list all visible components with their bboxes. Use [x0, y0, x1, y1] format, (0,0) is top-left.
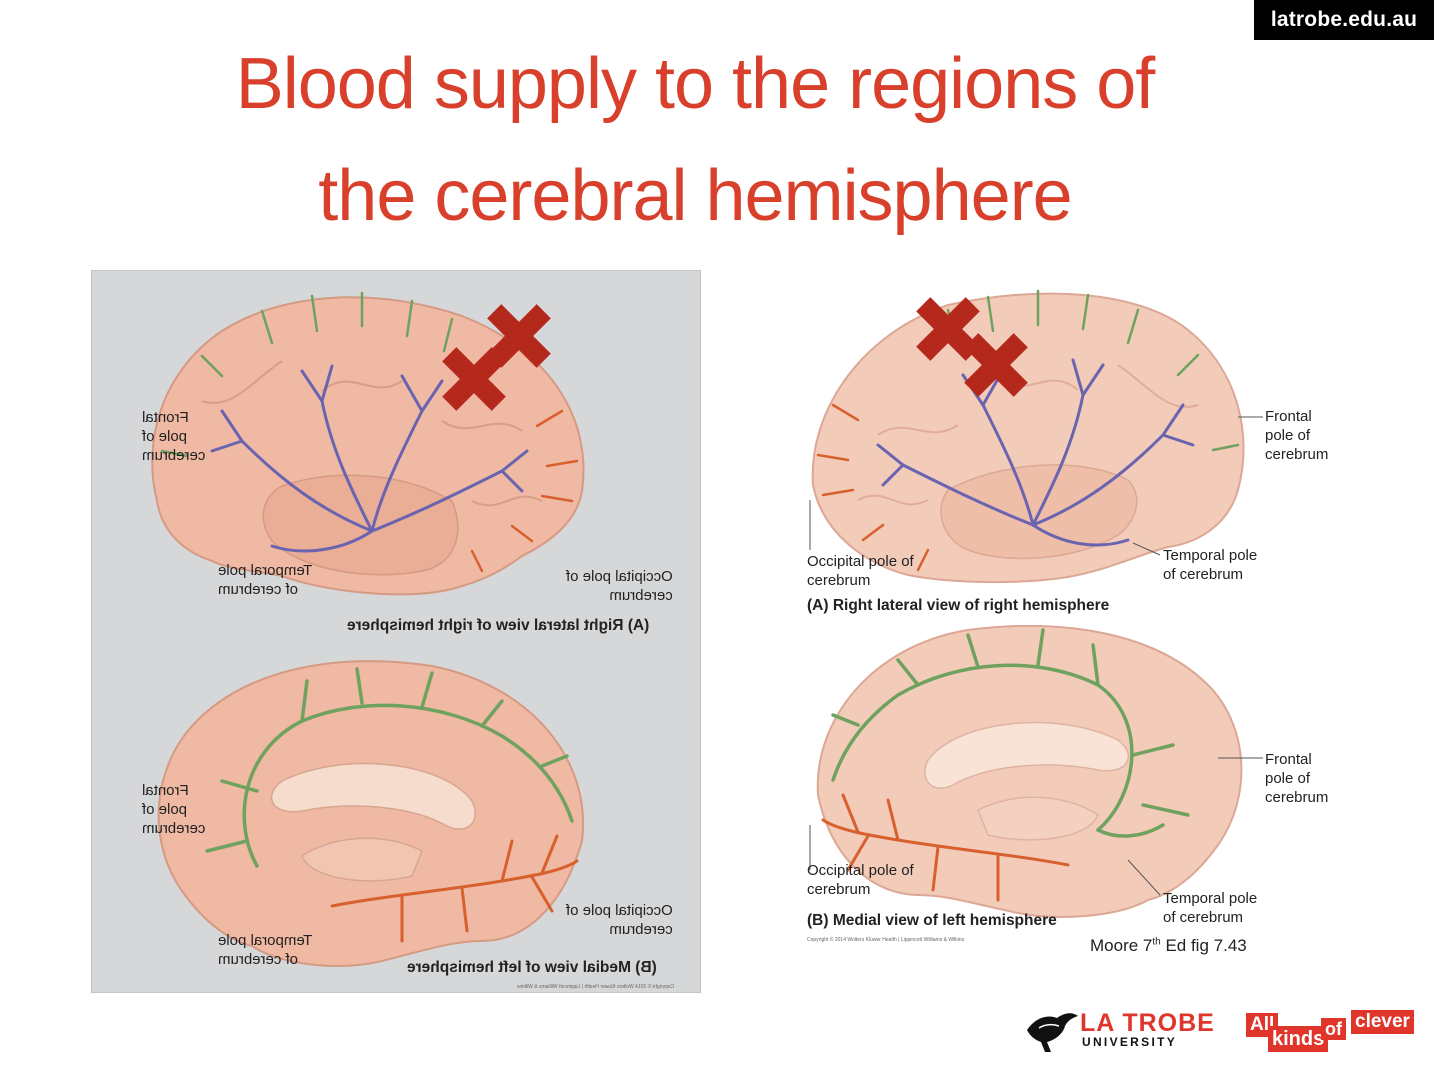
temporal-pole-label-b: Temporal pole of cerebrum: [1163, 890, 1258, 926]
lateral-brain-illustration: [809, 289, 1263, 584]
title-line-2: the cerebral hemisphere: [318, 156, 1072, 236]
university-name: LA TROBE: [1080, 1009, 1215, 1037]
temporal-pole-label-b-mirrored: Temporal pole of cerebrum: [217, 932, 312, 968]
occipital-pole-label-b: Occipital pole of cerebrum: [807, 862, 914, 898]
la-trobe-bird-logo-icon: [1027, 1013, 1078, 1052]
caption-b: (B) Medial view of left hemisphere: [807, 912, 1057, 929]
occipital-pole-label-a-mirrored: Occipital pole of cerebrum: [566, 568, 673, 604]
temporal-pole-label-a: Temporal pole of cerebrum: [1163, 547, 1258, 583]
citation-text: Moore 7: [1090, 936, 1153, 955]
tagline-clever: clever: [1351, 1010, 1414, 1034]
caption-a: (A) Right lateral view of right hemisphe…: [807, 597, 1110, 614]
frontal-pole-label-b: Frontal pole of cerebrum: [1265, 751, 1329, 806]
tagline-of: of: [1321, 1018, 1346, 1040]
caption-a-mirrored: (A) Right lateral view of right hemisphe…: [347, 617, 650, 634]
university-subtitle: UNIVERSITY: [1082, 1035, 1178, 1049]
frontal-pole-label-a: Frontal pole of cerebrum: [1265, 408, 1329, 463]
slide-title: Blood supply to the regions of the cereb…: [150, 28, 1240, 252]
occipital-pole-label-b-mirrored: Occipital pole of cerebrum: [566, 902, 673, 938]
cross-marker-icon: [442, 304, 551, 411]
figure-citation: Moore 7th Ed fig 7.43: [1090, 936, 1247, 956]
caption-b-mirrored: (B) Medial view of left hemisphere: [407, 959, 657, 976]
copyright-mirrored: Copyright © 2014 Wolters Kluwer Health |…: [517, 984, 675, 990]
lateral-brain-illustration-mirrored: [151, 291, 585, 596]
frontal-pole-label-a-mirrored: Frontal pole of cerebrum: [142, 409, 206, 464]
medial-brain-illustration: [809, 625, 1263, 918]
citation-sup: th: [1152, 936, 1161, 948]
brain-figure: Frontal pole of cerebrum Occipital pole …: [798, 285, 1358, 950]
mirrored-brain-figure: Frontal pole of cerebrum Temporal pole o…: [91, 270, 701, 993]
citation-rest: Ed fig 7.43: [1160, 936, 1247, 955]
occipital-pole-label-a: Occipital pole of cerebrum: [807, 553, 914, 589]
cross-marker-icon: [916, 297, 1028, 397]
tagline-kinds: kinds: [1268, 1026, 1329, 1052]
medial-brain-illustration-mirrored: [157, 660, 585, 967]
title-line-1: Blood supply to the regions of: [235, 44, 1156, 124]
url-badge[interactable]: latrobe.edu.au: [1254, 0, 1434, 40]
frontal-pole-label-b-mirrored: Frontal pole of cerebrum: [142, 782, 206, 837]
temporal-pole-label-a-mirrored: Temporal pole of cerebrum: [217, 562, 312, 598]
copyright: Copyright © 2014 Wolters Kluwer Health |…: [807, 937, 965, 943]
